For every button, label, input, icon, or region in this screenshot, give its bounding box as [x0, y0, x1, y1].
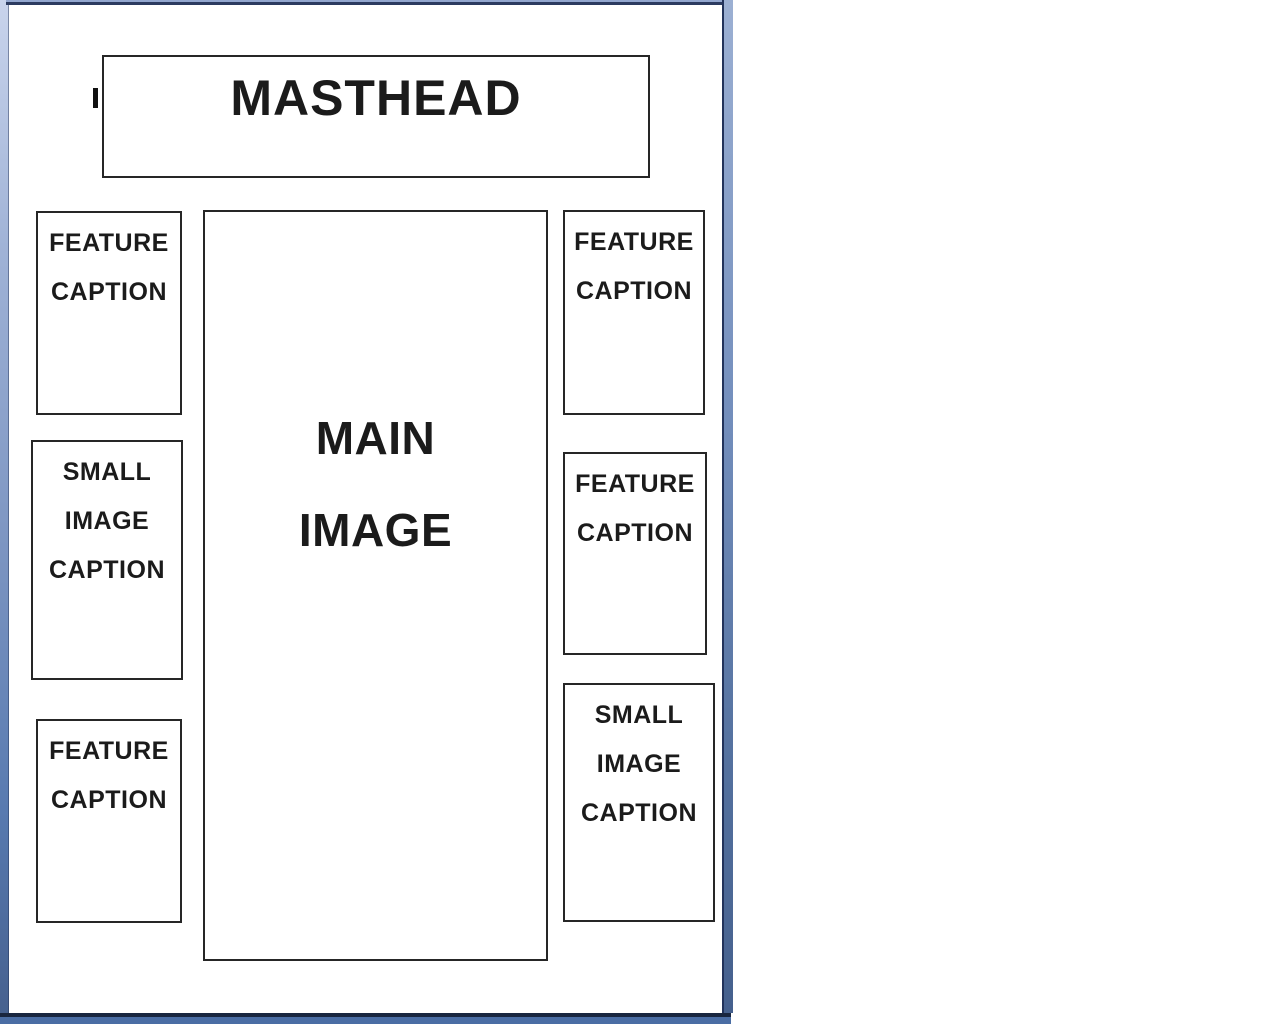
caption-line: FEATURE [574, 228, 694, 256]
caption-line: SMALL [594, 701, 684, 729]
feature-caption-box-right-middle[interactable]: FEATURE CAPTION [563, 452, 707, 655]
caption-line: CAPTION [49, 556, 165, 584]
caption-line: SMALL [62, 458, 152, 486]
caption-line: IMAGE [64, 507, 150, 535]
caption-line: CAPTION [51, 786, 167, 814]
caption-line: CAPTION [51, 278, 167, 306]
feature-caption-box-left-bottom[interactable]: FEATURE CAPTION [36, 719, 182, 923]
caption-line: CAPTION [581, 799, 697, 827]
main-image-line: MAIN [315, 412, 436, 464]
caption-line: CAPTION [576, 277, 692, 305]
page-frame-right-edge [722, 0, 733, 1013]
masthead-label: MASTHEAD [230, 70, 522, 126]
page-frame-top-edge [6, 0, 731, 5]
caption-line: FEATURE [49, 229, 169, 257]
small-image-caption-box-left[interactable]: SMALL IMAGE CAPTION [31, 440, 183, 680]
caption-line: IMAGE [596, 750, 682, 778]
caption-line: FEATURE [575, 470, 695, 498]
feature-caption-box-right-top[interactable]: FEATURE CAPTION [563, 210, 705, 415]
main-image-line: IMAGE [298, 504, 453, 556]
caption-line: CAPTION [577, 519, 693, 547]
feature-caption-box-left-top[interactable]: FEATURE CAPTION [36, 211, 182, 415]
document-page: MASTHEAD FEATURE CAPTION SMALL IMAGE CAP… [0, 0, 733, 1024]
main-image-box[interactable]: MAIN IMAGE [203, 210, 548, 961]
small-image-caption-box-right[interactable]: SMALL IMAGE CAPTION [563, 683, 715, 922]
caption-line: FEATURE [49, 737, 169, 765]
text-cursor-mark [93, 88, 98, 108]
page-frame-bottom-edge [0, 1013, 731, 1024]
masthead-box[interactable]: MASTHEAD [102, 55, 650, 178]
page-frame-left-edge [0, 0, 9, 1013]
